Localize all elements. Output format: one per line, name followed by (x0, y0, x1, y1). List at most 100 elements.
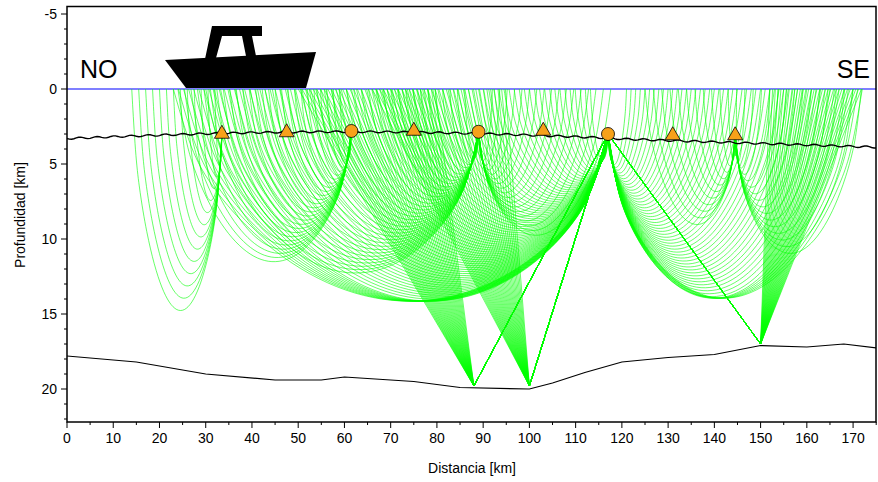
axis-title: Distancia [km] (428, 461, 516, 475)
ray (311, 89, 608, 266)
ray (457, 89, 608, 386)
ray (608, 89, 839, 344)
ray (670, 89, 735, 205)
ray (608, 89, 659, 185)
ray (461, 89, 608, 386)
ray (712, 89, 736, 172)
direction-label: NO (80, 57, 118, 82)
x-tick-label: 30 (198, 431, 214, 445)
ray (450, 89, 608, 386)
ray (361, 89, 608, 386)
x-tick-label: 150 (749, 431, 772, 445)
ray (479, 89, 596, 226)
ray (608, 89, 775, 344)
ray (608, 89, 845, 344)
ray (201, 89, 222, 188)
ray (608, 89, 862, 298)
ray (585, 89, 608, 162)
ray (494, 89, 608, 386)
x-tick-label: 80 (429, 431, 445, 445)
ray (703, 89, 735, 179)
seismometer-triangle (406, 122, 421, 135)
ray (194, 89, 222, 200)
ray (191, 89, 351, 253)
ray (194, 89, 608, 301)
ray (608, 89, 856, 344)
ray (223, 89, 351, 233)
ray (653, 89, 735, 218)
ray (265, 89, 608, 283)
y-tick-label: -5 (45, 7, 57, 21)
ray (735, 89, 761, 174)
ray (483, 89, 608, 386)
ray (735, 89, 861, 253)
ray (499, 89, 608, 194)
ray (438, 89, 608, 217)
ray (394, 89, 608, 386)
ray (184, 89, 351, 258)
ray (720, 89, 735, 166)
sea-surface (67, 88, 876, 89)
y-tick-label: 10 (41, 232, 57, 246)
x-tick-label: 60 (337, 431, 353, 445)
ray (454, 89, 608, 386)
ray (608, 89, 861, 344)
x-tick-label: 10 (105, 431, 121, 445)
ray (608, 89, 809, 344)
ray (383, 89, 608, 386)
ray (479, 89, 608, 386)
ray (250, 89, 478, 253)
ray (608, 89, 830, 294)
ray (608, 89, 814, 344)
ray (428, 89, 608, 386)
ray (139, 89, 222, 298)
x-tick-label: 170 (841, 431, 864, 445)
ray (146, 89, 222, 286)
ray (206, 89, 479, 273)
ray (350, 89, 608, 386)
y-tick-label: 5 (49, 157, 57, 171)
ray (132, 89, 222, 311)
ray (387, 89, 608, 386)
ray (608, 89, 677, 196)
ray (387, 89, 608, 386)
ray (608, 89, 848, 344)
ray (645, 89, 735, 224)
x-tick-label: 100 (518, 431, 541, 445)
ray (173, 89, 222, 237)
ray (476, 89, 608, 386)
ray (608, 89, 820, 344)
ray (728, 89, 735, 160)
ray (608, 89, 853, 344)
ray (335, 89, 608, 386)
ray (608, 89, 784, 344)
x-tick-label: 0 (63, 431, 71, 445)
moho-line (67, 344, 876, 389)
axis-title: Profundidad [km] (13, 162, 27, 268)
ray (302, 89, 608, 386)
ray (346, 89, 608, 386)
ray (608, 89, 770, 344)
ray (608, 89, 778, 344)
ray (590, 89, 608, 160)
ray (502, 89, 608, 386)
ray (234, 89, 608, 295)
ray (210, 89, 351, 241)
ray (443, 89, 608, 215)
ray (354, 89, 608, 386)
seismometer-triangle (728, 127, 743, 140)
ray (339, 89, 608, 386)
ray (343, 89, 608, 386)
ray (357, 89, 608, 386)
ray (391, 89, 479, 190)
ray (608, 89, 806, 344)
ray (473, 89, 608, 203)
ray (608, 89, 859, 344)
ray (608, 89, 792, 344)
ray (180, 89, 222, 225)
ray (608, 89, 789, 344)
ray (431, 89, 608, 386)
x-tick-label: 20 (152, 431, 168, 445)
